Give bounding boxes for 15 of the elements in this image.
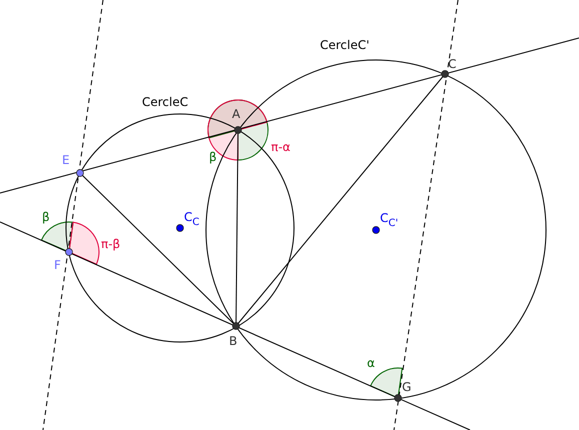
point-label: A bbox=[232, 107, 240, 121]
angle-label: π-α bbox=[271, 140, 290, 154]
point-label: F bbox=[54, 258, 61, 272]
center-label: C$_{C}$ bbox=[184, 210, 200, 224]
point-label: C bbox=[448, 57, 456, 71]
angle-label: π-β bbox=[101, 237, 120, 251]
center-label: C$_{C'}$ bbox=[380, 211, 398, 225]
circle-label: CercleC bbox=[142, 95, 188, 109]
circle-label: CercleC' bbox=[320, 38, 370, 52]
angle-label: α bbox=[367, 356, 375, 370]
point-label: E bbox=[62, 153, 70, 167]
point-label: G bbox=[402, 380, 412, 394]
point-label: B bbox=[229, 334, 238, 348]
angle-label: β bbox=[209, 150, 217, 164]
angle-label: β bbox=[42, 210, 50, 224]
